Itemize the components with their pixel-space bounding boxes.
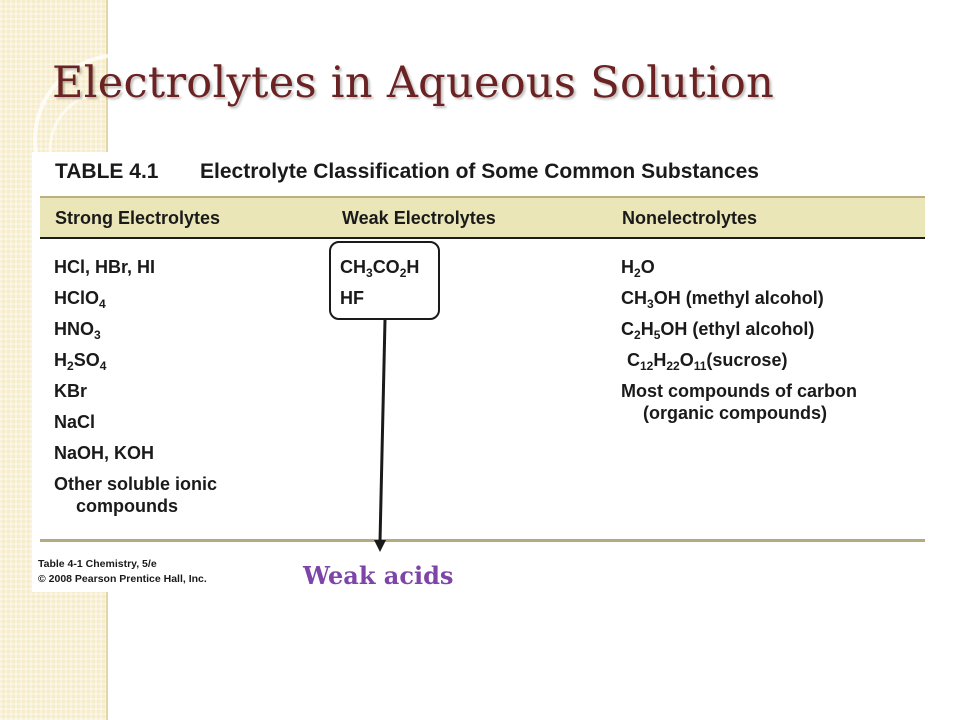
column-header-weak: Weak Electrolytes xyxy=(342,208,496,228)
table-number: TABLE 4.1 xyxy=(55,160,159,183)
non-item: H2O xyxy=(621,257,655,280)
strong-item: HNO3 xyxy=(54,319,101,342)
table-heading: TABLE 4.1 Electrolyte Classification of S… xyxy=(55,160,759,184)
strong-item: HClO4 xyxy=(54,288,106,311)
strong-item: KBr xyxy=(54,381,88,401)
weak-item: HF xyxy=(340,288,364,308)
non-item: CH3OH (methyl alcohol) xyxy=(621,288,824,311)
table-bottom-rule xyxy=(40,539,925,542)
slide-title: Electrolytes in Aqueous Solution xyxy=(52,58,775,108)
weak-acids-label: Weak acids xyxy=(303,561,454,590)
non-item: C2H5OH (ethyl alcohol) xyxy=(621,319,815,342)
column-header-strong: Strong Electrolytes xyxy=(55,208,221,228)
strong-item: NaCl xyxy=(54,412,96,432)
table-credit: Table 4-1 Chemistry, 5/e © 2008 Pearson … xyxy=(38,557,207,587)
table-figure: TABLE 4.1 Electrolyte Classification of S… xyxy=(32,152,925,592)
weak-electrolytes-column: CH3CO2H HF xyxy=(340,256,419,318)
strong-item: HCl, HBr, HI xyxy=(54,257,156,277)
strong-item: H2SO4 xyxy=(54,350,107,373)
credit-line-2: © 2008 Pearson Prentice Hall, Inc. xyxy=(38,573,207,585)
non-item: Most compounds of carbon(organic compoun… xyxy=(621,381,857,423)
non-item: C12H22O11(sucrose) xyxy=(627,350,788,373)
column-header-non: Nonelectrolytes xyxy=(622,208,758,228)
weak-item: CH3CO2H xyxy=(340,257,420,280)
weak-electrolytes-highlight-box xyxy=(329,241,440,320)
strong-item: NaOH, KOH xyxy=(54,443,155,463)
arrow-shaft xyxy=(378,319,387,543)
table-caption: Electrolyte Classification of Some Commo… xyxy=(200,160,759,183)
strong-electrolytes-column: HCl, HBr, HI HClO4 HNO3 H2SO4 KBr NaCl N… xyxy=(54,256,217,526)
nonelectrolytes-column: H2O CH3OH (methyl alcohol) C2H5OH (ethyl… xyxy=(621,256,857,433)
credit-line-1: Table 4-1 Chemistry, 5/e xyxy=(38,558,157,570)
arrow-head xyxy=(374,540,386,552)
table-header-row: Strong Electrolytes Weak Electrolytes No… xyxy=(40,196,925,239)
